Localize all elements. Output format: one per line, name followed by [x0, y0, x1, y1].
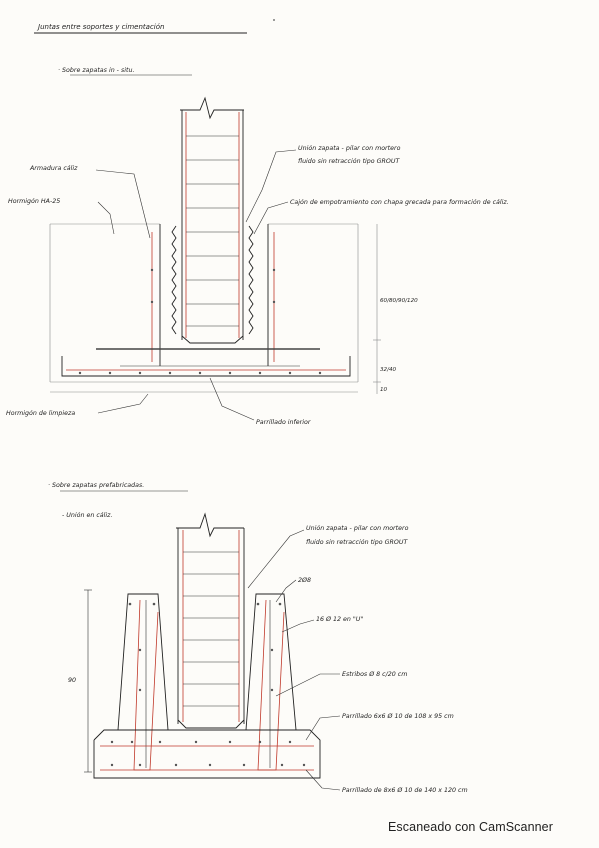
corrugated-sheet-left [171, 225, 177, 335]
leader-cajon [253, 201, 289, 235]
column2-base [177, 719, 245, 729]
leader-hormigon [97, 201, 115, 235]
corrugated-sheet-right [248, 225, 254, 335]
leader-limpieza [97, 393, 149, 414]
dim-height: 90 [68, 677, 76, 684]
column-break-line [180, 96, 244, 120]
page-title: Juntas entre soportes y cimentación [36, 23, 164, 31]
leader2-estribos [275, 673, 340, 697]
label2-estribos: Estribos Ø 8 c/20 cm [342, 670, 407, 678]
u-bar-right [257, 599, 285, 771]
column2-break-line [176, 512, 244, 538]
section2-footing-drawing [84, 512, 321, 779]
column-base [181, 335, 244, 344]
leader2-bars-u [281, 619, 315, 633]
base-slab-outline [93, 729, 321, 779]
dim-low: 10 [380, 387, 388, 393]
column-stirrups [186, 135, 239, 327]
label-armadura: Armadura cáliz [29, 164, 78, 172]
label-limpieza: Hormigón de limpieza [6, 409, 75, 417]
section1-heading: · Sobre zapatas in - situ. [58, 66, 134, 74]
section1-footing-drawing [49, 96, 381, 394]
label-hormigon: Hormigón HA-25 [8, 197, 60, 205]
label-parrillado: Parrillado inferior [256, 419, 311, 426]
leader2-parrillado-inf [305, 769, 341, 791]
label2-bars-top: 2Ø8 [298, 576, 311, 584]
label-union-1: Unión zapata - pilar con mortero [298, 144, 401, 152]
chalice2-wall-right [245, 593, 297, 731]
base-slab-dots [110, 740, 306, 767]
camscanner-watermark: Escaneado con CamScanner [388, 820, 553, 834]
leader2-union [247, 529, 305, 589]
section2-heading: · Sobre zapatas prefabricadas. [48, 481, 144, 489]
scan-speck [273, 19, 275, 21]
leader2-bars-top [275, 579, 297, 603]
chalice2-wall-left [117, 593, 169, 731]
bottom-mat-dots [78, 371, 322, 375]
label-cajon: Cajón de empotramiento con chapa grecada… [290, 198, 509, 206]
dim-upper: 60/80/90/120 [380, 298, 418, 304]
leader2-parrillado-sup [305, 715, 341, 741]
section2-subheading: - Unión en cáliz. [62, 511, 112, 519]
label2-union-2: fluido sin retracción tipo GROUT [306, 538, 408, 546]
leader-armadura [95, 169, 151, 239]
label2-parrillado-inf: Parrillado de 8x6 Ø 10 de 140 x 120 cm [342, 786, 468, 794]
dim-mid: 32/40 [380, 367, 397, 373]
label-union-2: fluido sin retracción tipo GROUT [298, 157, 400, 165]
label2-union-1: Unión zapata - pilar con mortero [306, 524, 409, 532]
label2-parrillado-sup: Parrillado 6x6 Ø 10 de 108 x 95 cm [342, 712, 454, 720]
leader-parrillado [209, 377, 255, 421]
bottom-mat-outline [61, 356, 351, 377]
label2-bars-u: 16 Ø 12 en "U" [316, 615, 363, 623]
chalice2-bar-dots [128, 602, 282, 692]
column2-stirrups [183, 551, 239, 707]
leader-union [245, 149, 297, 223]
